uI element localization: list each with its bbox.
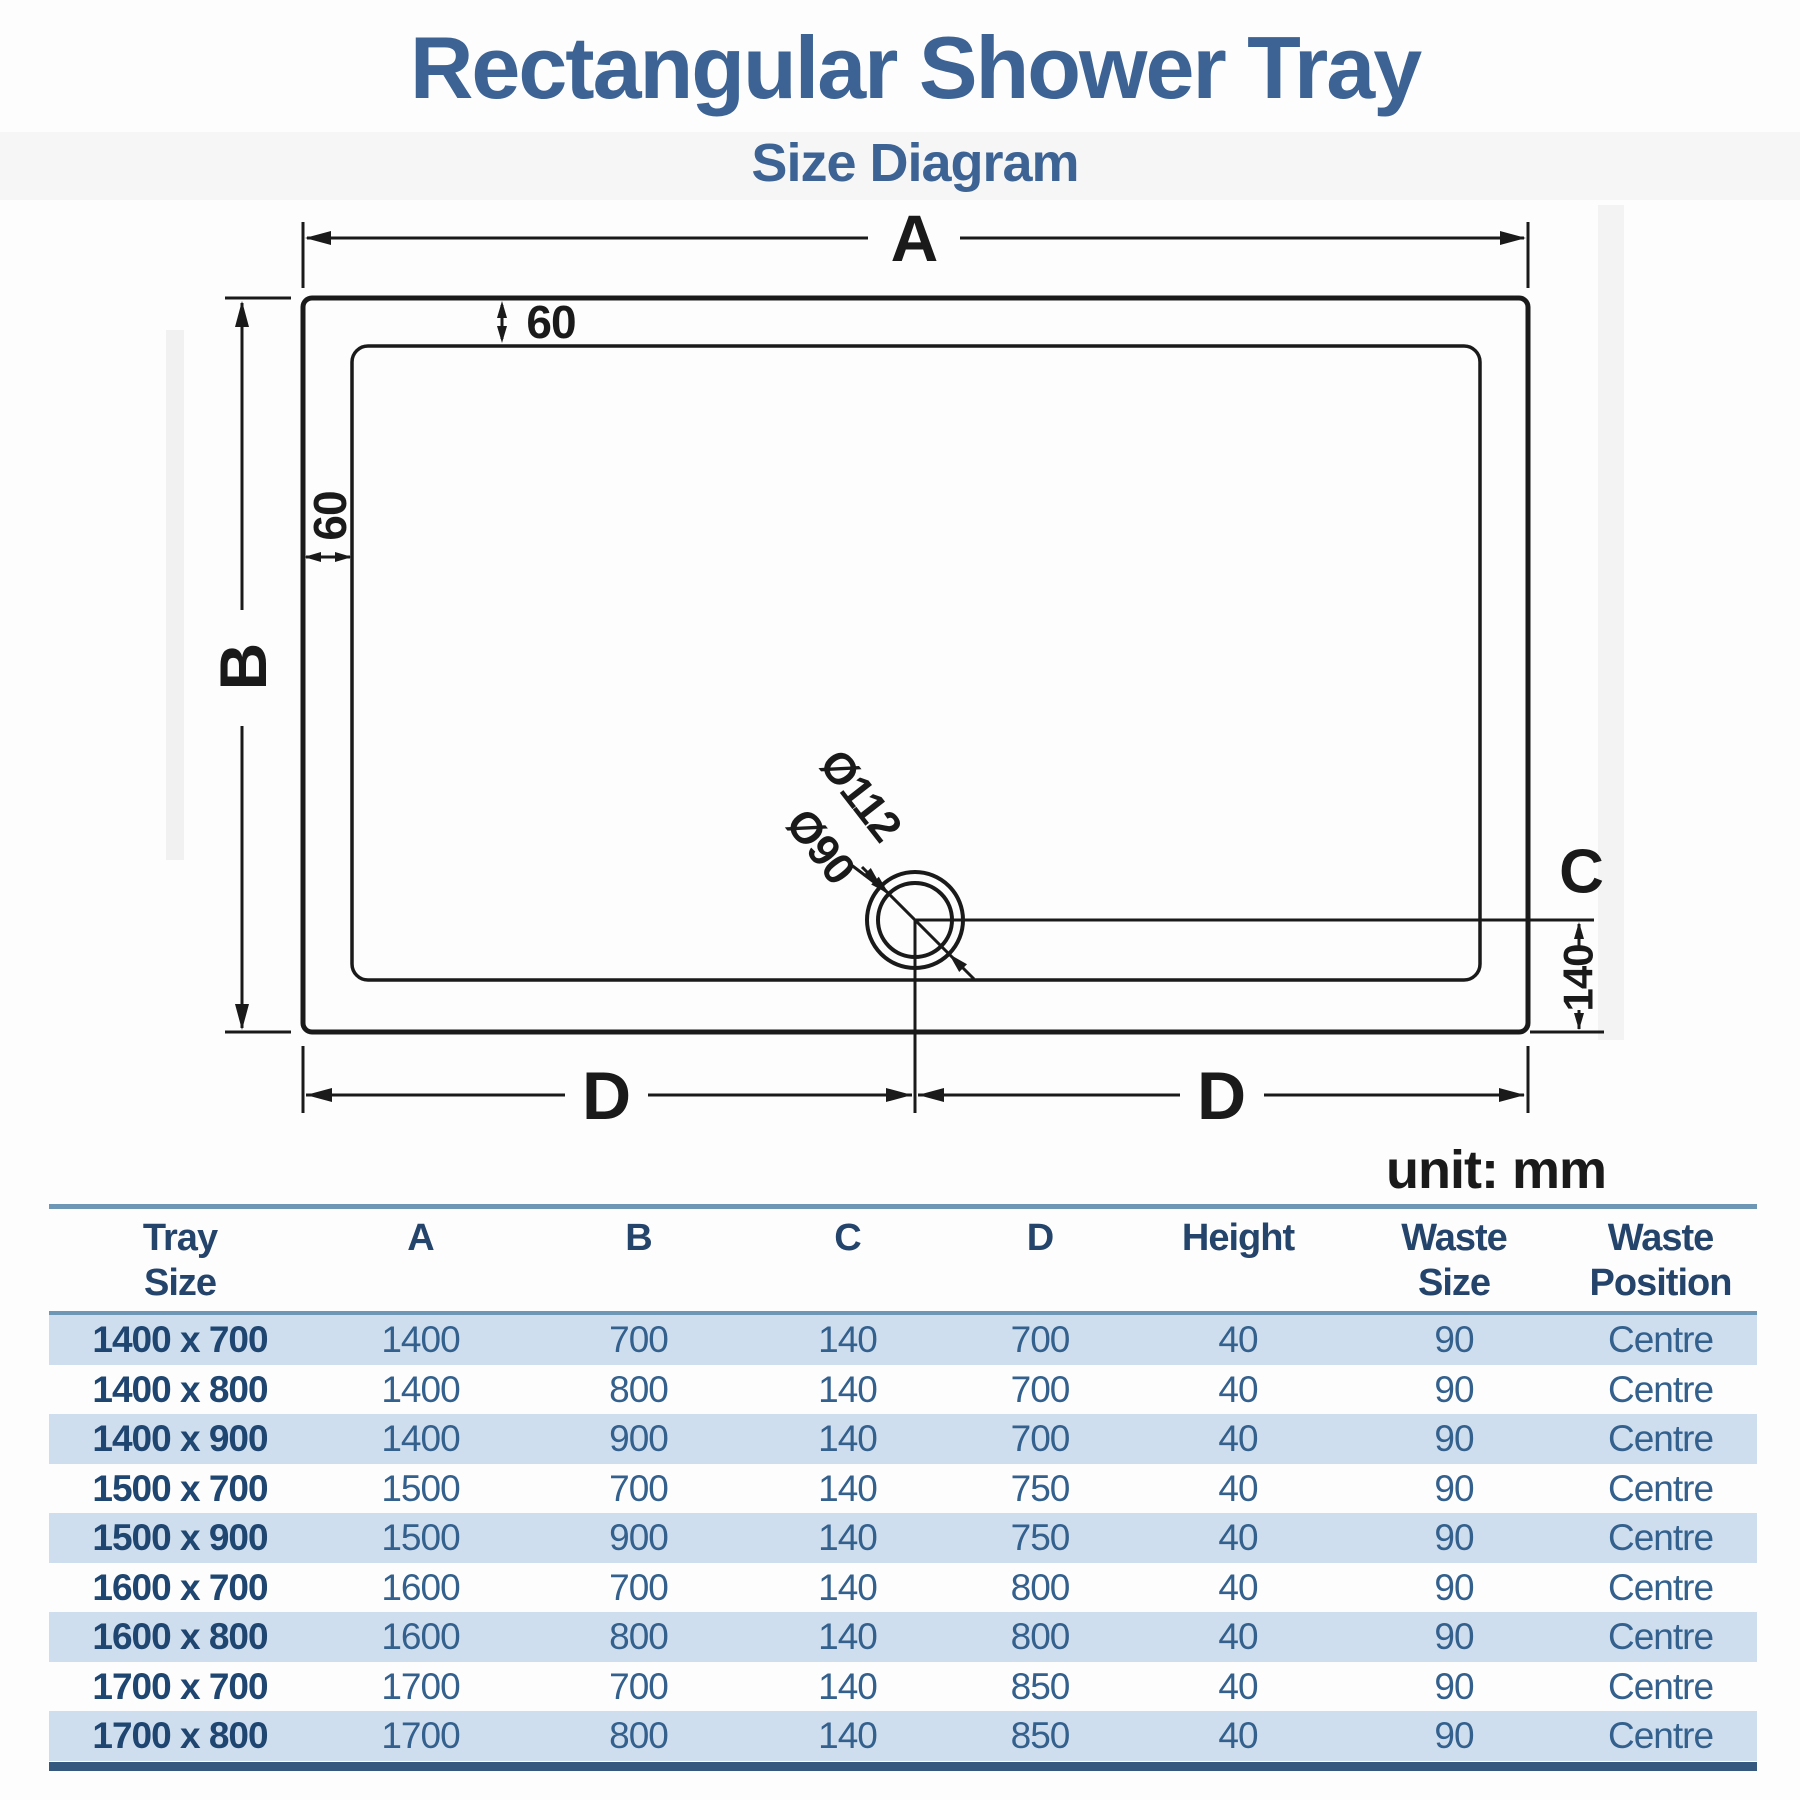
arrow-up-icon [235,301,249,327]
header-cell-c: C [834,1217,861,1259]
table-row: 1400 x 700 1400 700 140 700 40 90 Centre [49,1315,1757,1365]
table-header-rule [49,1311,1757,1315]
header-cell-waste-size: Waste Size [1401,1217,1508,1304]
page-title: Rectangular Shower Tray [409,18,1422,117]
table-row: 1700 x 700 1700 700 140 850 40 90 Centre [92,1665,1714,1707]
arrow-diagonal-icon [949,954,967,972]
dimension-b: B [206,296,291,1034]
header-cell-waste-position: Waste Position [1589,1217,1733,1304]
arrow-left-icon [918,1088,944,1102]
arrow-up-icon [1574,922,1584,939]
drain-offset-label: 140 [1555,944,1602,1011]
table-top-rule [49,1204,1757,1209]
table-body: 1400 x 700 1400 700 140 700 40 90 Centre… [49,1315,1757,1761]
arrow-left-icon [306,1088,332,1102]
arrow-down-icon [1574,1013,1584,1030]
edge-top-label: 60 [526,296,575,348]
arrow-left-icon [305,231,331,245]
arrow-down-icon [497,326,507,343]
arrow-diagonal-icon [871,876,889,894]
table-row: 1400 x 900 1400 900 140 700 40 90 Centre [49,1414,1757,1464]
header-cell-b: B [625,1217,652,1259]
arrow-right-icon [1499,1088,1525,1102]
page-subtitle: Size Diagram [751,133,1079,193]
dimension-a: A [301,201,1530,288]
dimension-c-label: C [1559,838,1603,907]
table-row: 1500 x 900 1500 900 140 750 40 90 Centre [49,1513,1757,1563]
table-bottom-rule [49,1762,1757,1771]
unit-label: unit: mm [1386,1140,1606,1200]
dimension-a-label: A [891,201,938,275]
arrow-up-icon [497,301,507,318]
edge-thickness-top: 60 [497,296,577,348]
drain-offset-140: 140 [1530,922,1604,1034]
waste-drain: Ø112 Ø90 [776,741,976,981]
scan-band-left [166,330,184,860]
arrow-down-icon [235,1004,249,1030]
edge-thickness-left: 60 [304,491,356,562]
dimension-d: D D [301,920,1530,1134]
table-row: 1600 x 700 1600 700 140 800 40 90 Centre [92,1566,1714,1608]
arrow-right-icon [335,552,352,562]
header-cell-tray-size: Tray Size [142,1217,218,1304]
dimension-d-left-label: D [582,1058,630,1134]
arrow-right-icon [1500,231,1526,245]
arrow-left-icon [304,552,321,562]
edge-left-label: 60 [304,491,356,540]
table-row: 1400 x 800 1400 800 140 700 40 90 Centre [92,1368,1714,1410]
dimension-c: C [916,838,1604,922]
header-cell-a: A [407,1217,434,1259]
header-cell-d: D [1026,1217,1054,1259]
header-cell-height: Height [1181,1217,1295,1259]
table-row: 1500 x 700 1500 700 140 750 40 90 Centre [92,1467,1714,1509]
dimension-d-right-label: D [1197,1058,1245,1134]
table-row: 1600 x 800 1600 800 140 800 40 90 Centre [49,1612,1757,1662]
table-header-row: Tray Size A B C D Height [49,1209,1757,1311]
scan-band-right [1598,205,1624,1040]
table-row: 1700 x 800 1700 800 140 850 40 90 Centre [49,1711,1757,1761]
arrow-right-icon [886,1088,912,1102]
dimension-b-label: B [206,644,280,691]
